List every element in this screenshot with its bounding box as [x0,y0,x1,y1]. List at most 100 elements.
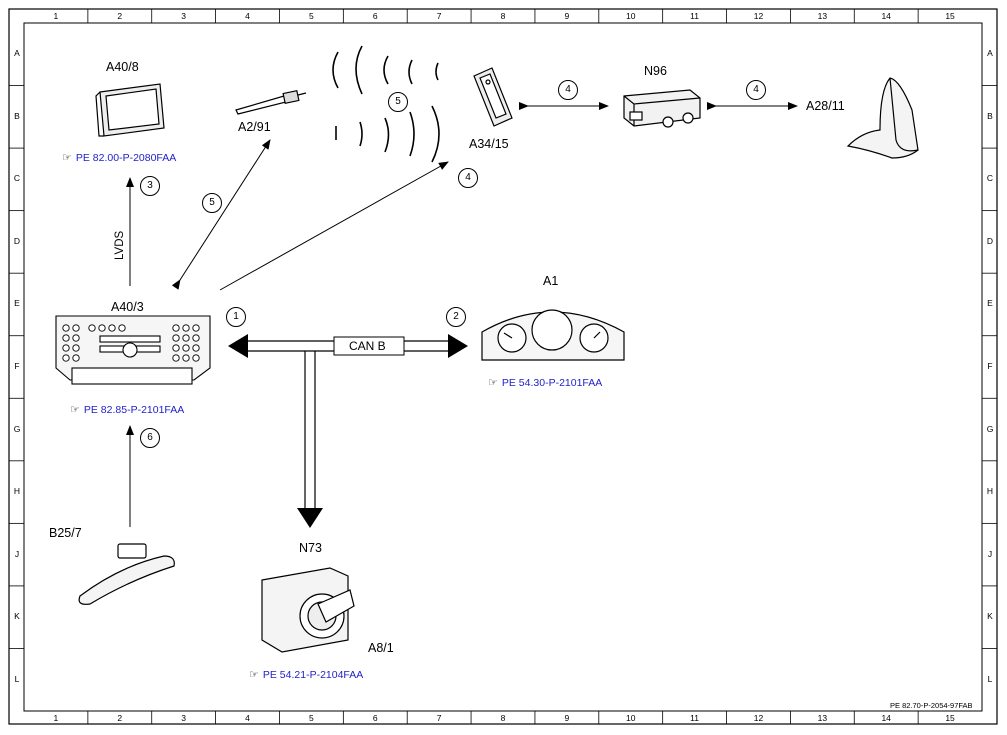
grid-row-label: C [13,173,21,184]
a40-3-buttons [62,324,200,362]
grid-row-label: A [14,48,20,59]
grid-column-label: 8 [500,713,506,723]
grid-row-label: D [986,235,994,246]
grid-row-label: B [987,110,993,121]
ref-a40-8[interactable]: ☞PE 82.00-P-2080FAA [62,152,177,164]
callout-2: 2 [446,307,466,327]
grid-row-label: F [987,361,993,371]
a1-instrument-cluster-device [481,309,625,361]
grid-row-label: H [13,486,21,497]
pointing-hand-icon: ☞ [249,669,259,681]
callout-6: 6 [140,428,160,448]
grid-column-label: 13 [817,713,828,723]
head-unit-button [72,324,80,332]
b25-7-mirror-device [78,543,175,605]
grid-column-label: 10 [625,11,636,21]
callout-4-a: 4 [558,80,578,100]
grid-column-label: 2 [117,11,123,21]
can-arrow-left [228,334,248,358]
head-unit-button [182,324,190,332]
n96-module-device [623,89,701,128]
callout-4-c: 4 [458,168,478,188]
head-unit-button [182,354,190,362]
can-bus [246,340,450,510]
grid-column-label: 4 [245,713,250,723]
pointing-hand-icon: ☞ [488,377,498,389]
grid-column-label: 12 [753,713,764,723]
radio-waves [332,45,440,163]
can-arrow-right [448,334,468,358]
grid-column-label: 15 [945,713,955,723]
head-unit-button [182,334,190,342]
grid-column-label: 3 [181,713,187,723]
grid-column-label: 6 [372,11,378,21]
a40-3-a34-15-arrow [219,161,449,291]
outer-frame [8,8,998,725]
can-arrow-down [297,508,323,528]
grid-row-label: E [987,298,993,309]
grid-row-label: H [986,486,994,497]
a40-3-head-unit-device [55,315,211,385]
head-unit-button [72,344,80,352]
grid-column-label: 10 [625,713,636,723]
head-unit-button [62,334,70,342]
head-unit-button [98,324,106,332]
ref-a40-3[interactable]: ☞PE 82.85-P-2101FAA [70,404,185,416]
a28-11-antenna-device [846,77,919,159]
grid-row-label: L [14,673,20,684]
grid-row-label: G [986,423,994,434]
a40-8-display-device [95,83,165,137]
grid-row-label: A [987,48,993,59]
head-unit-button [72,334,80,342]
grid-column-label: 11 [690,713,699,723]
callout-4-b: 4 [746,80,766,100]
label-a40-8: A40/8 [106,60,139,74]
label-n96: N96 [644,64,667,78]
pointing-hand-icon: ☞ [62,152,72,164]
head-unit-button [192,354,200,362]
grid-column-label: 1 [53,713,59,723]
head-unit-button [192,344,200,352]
grid-column-label: 7 [436,11,442,21]
label-a2-91: A2/91 [238,120,271,134]
label-a28-11: A28/11 [806,99,845,113]
grid-row-label: K [987,611,993,622]
grid-row-label: J [987,548,993,559]
can-b-label: CAN B [349,339,386,353]
grid-column-label: 14 [881,11,891,21]
grid-column-label: 4 [245,11,250,21]
grid-column-label: 1 [53,11,59,21]
head-unit-button [192,324,200,332]
head-unit-button [192,334,200,342]
callout-5-b: 5 [202,193,222,213]
grid-row-label: K [14,611,20,622]
grid-column-label: 9 [564,11,570,21]
head-unit-button [62,324,70,332]
a34-15-cradle-device [473,67,513,127]
grid-row-label: C [986,173,994,184]
callout-3: 3 [140,176,160,196]
head-unit-button [88,324,96,332]
grid-row-label: L [987,673,993,684]
can-label-box [333,336,405,356]
head-unit-button [172,334,180,342]
grid-column-label: 15 [945,11,955,21]
grid-ticks [9,9,997,724]
head-unit-button [72,354,80,362]
head-unit-button [62,344,70,352]
label-a1: A1 [543,274,559,288]
pointing-hand-icon: ☞ [70,404,80,416]
lvds-label: LVDS [114,230,126,260]
ref-a1[interactable]: ☞PE 54.30-P-2101FAA [488,377,603,389]
grid-column-label: 11 [690,11,699,21]
label-a34-15: A34/15 [469,137,509,151]
head-unit-button [172,324,180,332]
grid-column-label: 14 [881,713,891,723]
callout-5-a: 5 [388,92,408,112]
head-unit-button [118,324,126,332]
grid-column-label: 8 [500,11,506,21]
inner-frame [23,22,983,712]
head-unit-button [62,354,70,362]
ref-n73[interactable]: ☞PE 54.21-P-2104FAA [249,669,364,681]
